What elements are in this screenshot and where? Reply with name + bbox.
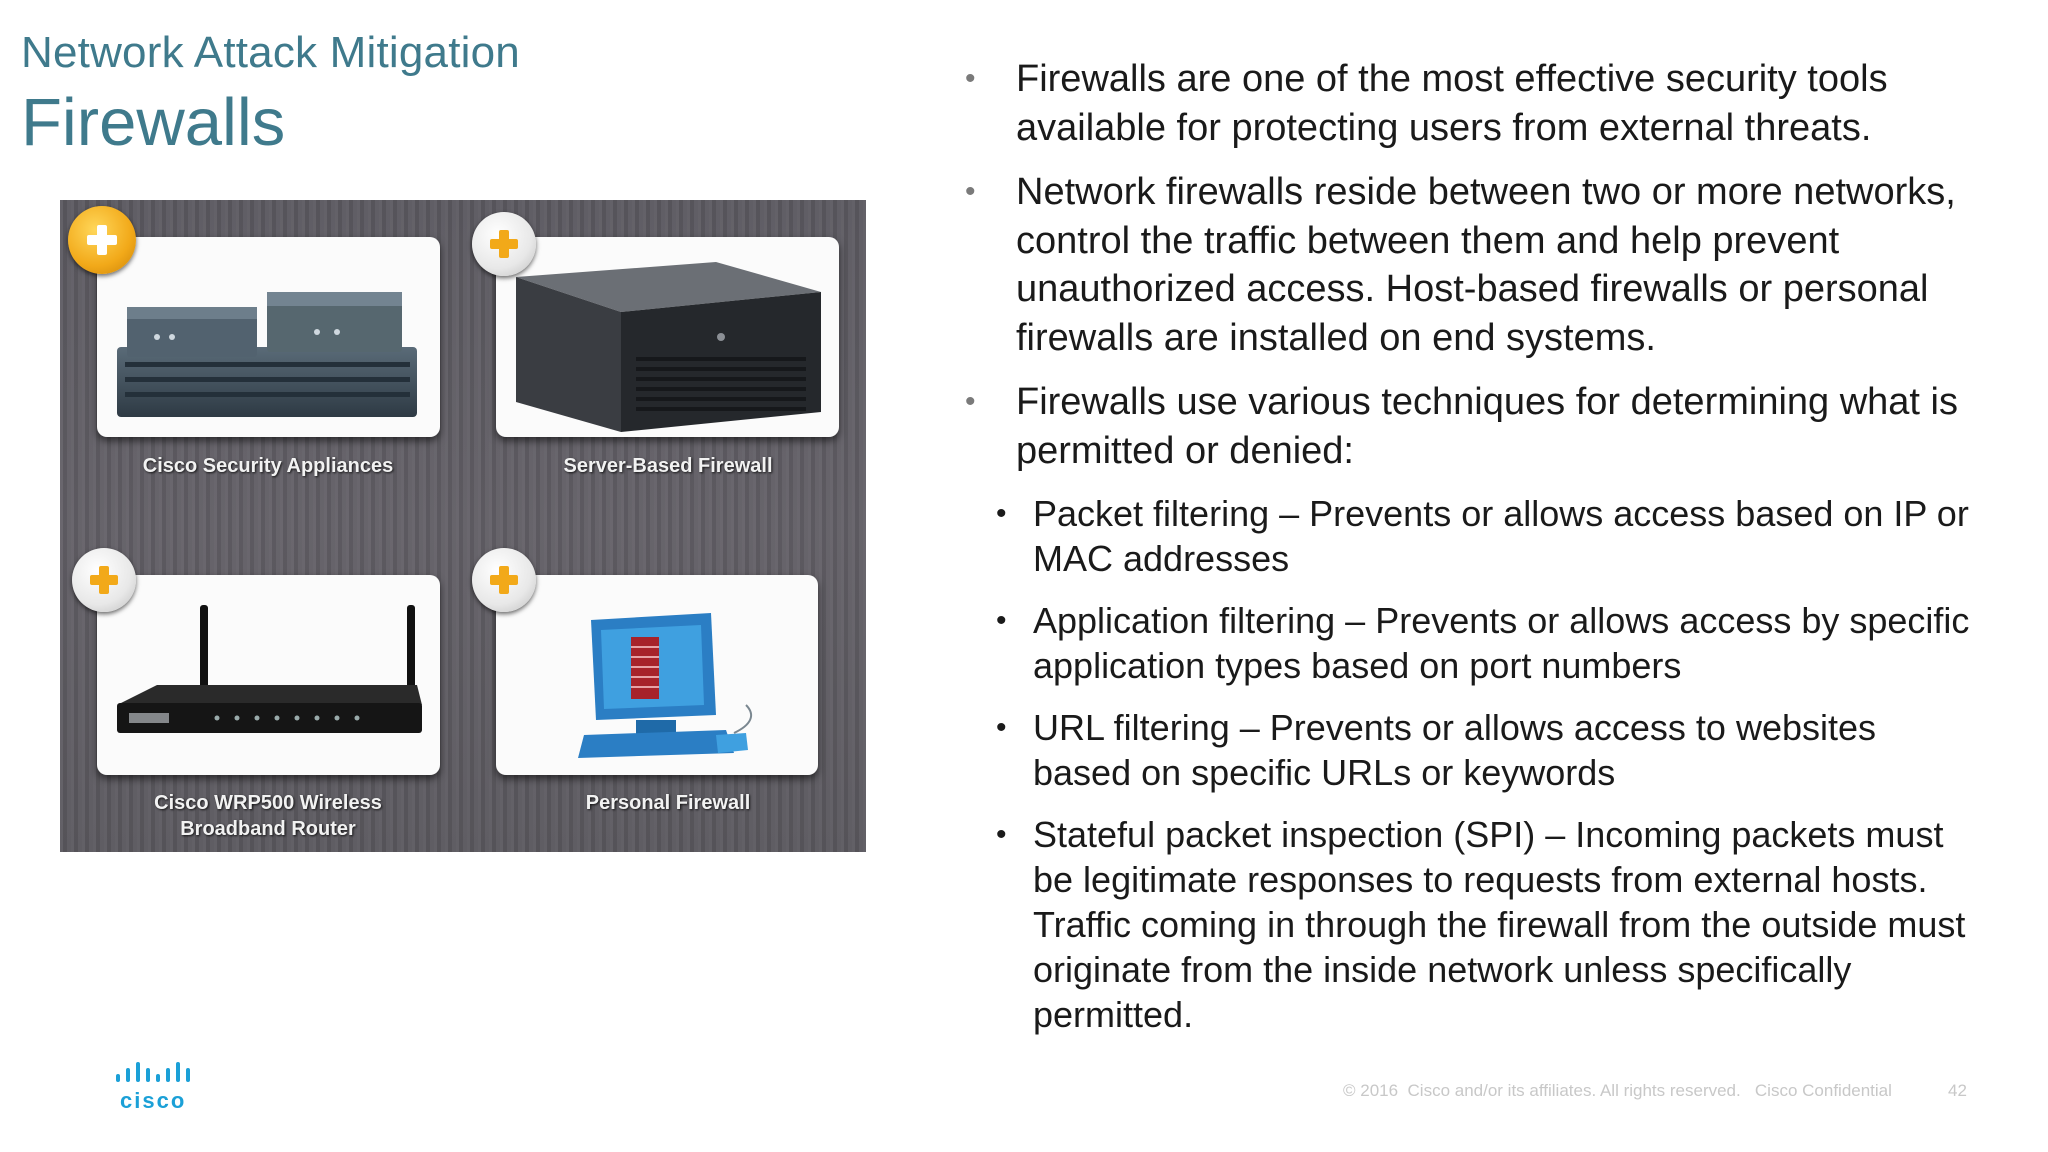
card-label-personal-firewall: Personal Firewall [585,792,751,814]
sub-bullet-item: • URL filtering – Prevents or allows acc… [965,705,1975,795]
sub-bullet-item: • Packet filtering – Prevents or allows … [965,491,1975,581]
expand-security-appliances-button[interactable] [68,206,136,274]
card-server-firewall[interactable] [496,237,839,437]
copyright-text: © 2016 Cisco and/or its affiliates. All … [1343,1081,1892,1100]
router-image [117,605,422,733]
personal-firewall-image [578,613,753,758]
server-image [516,262,821,432]
bullet-dot-icon: • [996,497,1007,530]
security-appliance-image [117,292,417,417]
plus-icon [90,566,118,594]
cisco-logo-text: cisco [120,1088,186,1113]
bullet-item: • Firewalls use various techniques for d… [965,378,1975,475]
card-label-security-appliances: Cisco Security Appliances [142,455,394,477]
expand-wireless-router-button[interactable] [72,548,136,612]
card-label-wireless-router: Cisco WRP500 Wireless Broadband Router [88,790,448,842]
cisco-logo: cisco [112,1060,198,1114]
slide-title: Firewalls [21,85,286,160]
bullet-dot-icon: • [965,62,976,95]
card-wireless-router[interactable] [97,575,440,775]
card-personal-firewall[interactable] [496,575,818,775]
expand-server-firewall-button[interactable] [472,212,536,276]
bullet-text: Network firewalls reside between two or … [1016,171,1956,359]
slide-subtitle: Network Attack Mitigation [21,28,520,77]
bullet-item: • Firewalls are one of the most effectiv… [965,55,1975,152]
plus-icon [87,225,117,255]
plus-icon [490,566,518,594]
card-label-server-firewall: Server-Based Firewall [563,455,773,477]
sub-bullet-item: • Stateful packet inspection (SPI) – Inc… [965,812,1975,1037]
sub-bullet-item: • Application filtering – Prevents or al… [965,598,1975,688]
expand-personal-firewall-button[interactable] [472,548,536,612]
card-security-appliances[interactable] [97,237,440,437]
bullet-item: • Network firewalls reside between two o… [965,168,1975,362]
bullet-dot-icon: • [996,818,1007,851]
sub-bullet-text: Stateful packet inspection (SPI) – Incom… [1033,814,1966,1035]
bullet-dot-icon: • [996,604,1007,637]
plus-icon [490,230,518,258]
sub-bullet-text: Packet filtering – Prevents or allows ac… [1033,493,1969,579]
firewall-types-panel: Cisco Security Appliances Server-Based F… [60,200,866,852]
bullet-list: • Firewalls are one of the most effectiv… [965,55,1975,1054]
card-label-line: Cisco WRP500 Wireless [154,792,382,814]
card-label-line: Broadband Router [180,818,356,840]
sub-bullet-text: Application filtering – Prevents or allo… [1033,600,1970,686]
bullet-dot-icon: • [996,711,1007,744]
sub-bullet-text: URL filtering – Prevents or allows acces… [1033,707,1877,793]
bullet-dot-icon: • [965,175,976,208]
cisco-bars-icon: cisco [116,1062,190,1113]
bullet-text: Firewalls are one of the most effective … [1016,58,1888,149]
bullet-dot-icon: • [965,385,976,418]
bullet-text: Firewalls use various techniques for det… [1016,381,1958,472]
page-number: 42 [1948,1081,1967,1100]
